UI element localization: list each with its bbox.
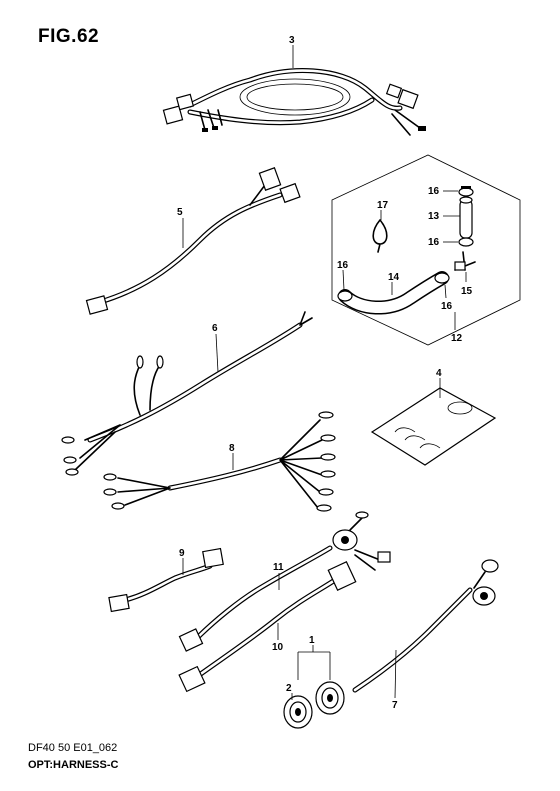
part-10-harness[interactable] — [178, 561, 357, 693]
callout-5: 5 — [177, 207, 183, 218]
callout-14: 14 — [388, 272, 400, 283]
part-16-clamp-top[interactable] — [458, 186, 474, 197]
part-16-clamp-right[interactable] — [434, 272, 450, 284]
part-16-clamp-left[interactable] — [337, 290, 353, 302]
part-3-harness[interactable] — [162, 45, 426, 136]
part-4-bag[interactable] — [370, 378, 497, 466]
part-13-tube[interactable] — [459, 196, 473, 239]
callout-10: 10 — [272, 642, 284, 653]
callout-15: 15 — [461, 286, 473, 297]
callout-7: 7 — [392, 700, 398, 711]
part-8-harness[interactable] — [103, 411, 336, 512]
callout-6: 6 — [212, 323, 218, 334]
part-9-harness[interactable] — [108, 547, 224, 613]
callout-2: 2 — [286, 683, 292, 694]
callout-16-bottom: 16 — [441, 301, 453, 312]
callout-16-middle: 16 — [428, 237, 440, 248]
part-14-hose[interactable] — [338, 271, 449, 315]
part-12-kit-frame — [331, 154, 521, 346]
callout-17: 17 — [377, 200, 389, 211]
part-16-clamp-middle[interactable] — [458, 237, 474, 247]
part-6-harness[interactable] — [61, 311, 313, 476]
footer-code: DF40 50 E01_062 — [28, 742, 118, 754]
callout-12: 12 — [451, 333, 463, 344]
callout-9: 9 — [179, 548, 185, 559]
callout-3: 3 — [289, 35, 295, 46]
part-2-socket[interactable] — [283, 695, 313, 729]
callout-16-left: 16 — [337, 260, 349, 271]
callout-13: 13 — [428, 211, 440, 222]
callout-16-top: 16 — [428, 186, 440, 197]
part-17-clip[interactable] — [372, 219, 388, 253]
callout-8: 8 — [229, 443, 235, 454]
part-5-harness[interactable] — [85, 167, 301, 315]
callout-11: 11 — [273, 562, 284, 573]
callout-1: 1 — [309, 635, 315, 646]
part-11-harness[interactable] — [178, 511, 391, 652]
footer-section: OPT:HARNESS-C — [28, 759, 119, 771]
figure-title: FIG.62 — [38, 26, 100, 47]
part-15-connector[interactable] — [454, 251, 476, 271]
callout-4: 4 — [436, 368, 442, 379]
part-1-socket[interactable] — [315, 681, 345, 715]
part-7-harness[interactable] — [352, 559, 499, 699]
